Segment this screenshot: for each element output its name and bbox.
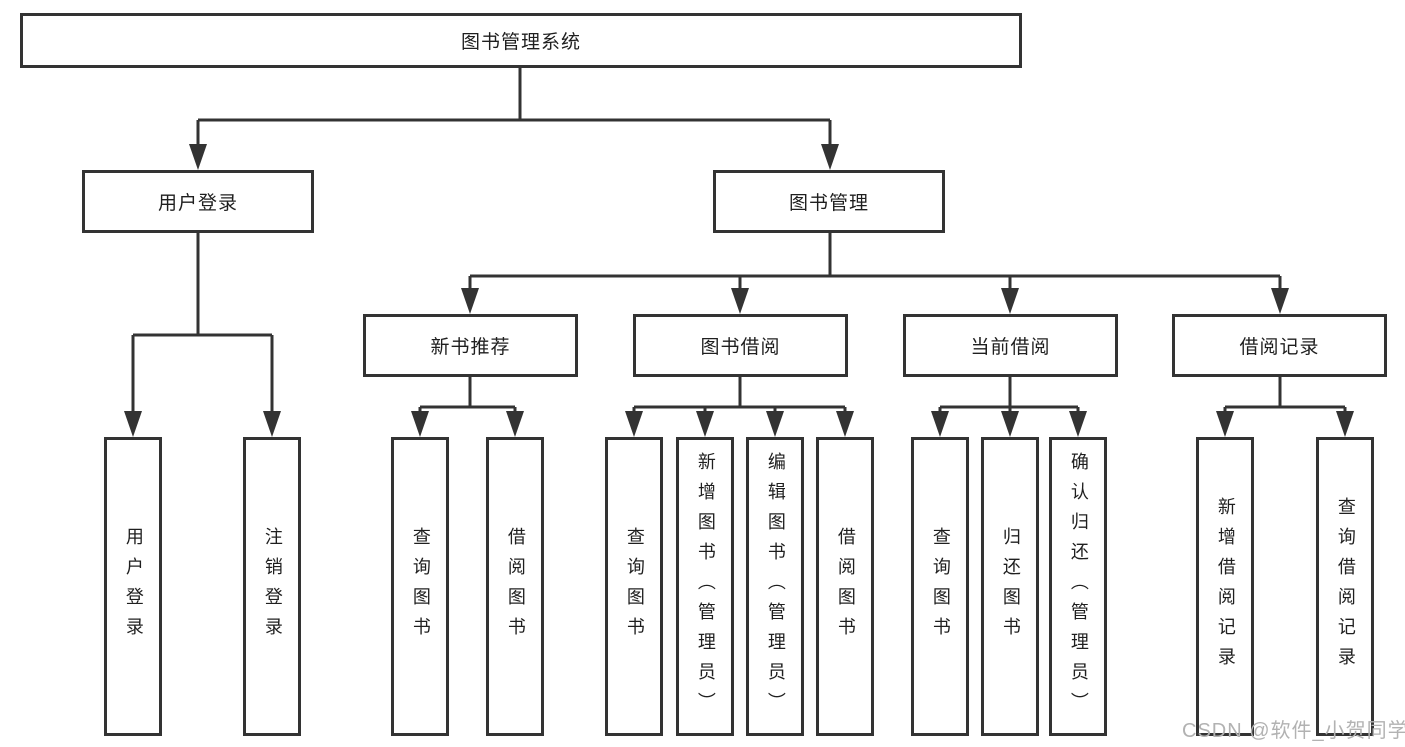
node-label: 图书借阅 <box>700 337 781 358</box>
node-label: 归还图书 <box>1000 526 1021 647</box>
node-borrowing-records: 借阅记录 <box>1172 314 1387 377</box>
leaf-recommend-borrow-books: 借阅图书 <box>486 437 544 736</box>
leaf-records-add-record: 新增借阅记录 <box>1196 437 1254 736</box>
node-label: 借阅记录 <box>1239 337 1320 358</box>
leaf-borrowing-borrow-books: 借阅图书 <box>816 437 874 736</box>
node-label: 确认归还（管理员） <box>1068 451 1089 722</box>
leaf-borrowing-add-books: 新增图书（管理员） <box>676 437 734 736</box>
node-new-book-recommend: 新书推荐 <box>363 314 578 377</box>
node-current-borrowing: 当前借阅 <box>903 314 1118 377</box>
node-label: 新书推荐 <box>430 337 511 358</box>
leaf-current-return-books: 归还图书 <box>981 437 1039 736</box>
leaf-borrowing-query-books: 查询图书 <box>605 437 663 736</box>
node-book-management: 图书管理 <box>713 170 945 233</box>
node-label: 图书管理系统 <box>460 32 581 53</box>
node-label: 新增借阅记录 <box>1215 496 1236 677</box>
leaf-logout-login: 注销登录 <box>243 437 301 736</box>
node-label: 查询借阅记录 <box>1335 496 1356 677</box>
node-user-login: 用户登录 <box>82 170 314 233</box>
node-label: 用户登录 <box>123 526 144 647</box>
node-label: 借阅图书 <box>505 526 526 647</box>
node-label: 注销登录 <box>262 526 283 647</box>
leaf-current-confirm-return: 确认归还（管理员） <box>1049 437 1107 736</box>
leaf-current-query-books: 查询图书 <box>911 437 969 736</box>
node-label: 查询图书 <box>930 526 951 647</box>
watermark: CSDN @软件_小贺同学 <box>1182 720 1405 742</box>
node-label: 用户登录 <box>157 193 238 214</box>
node-book-borrowing: 图书借阅 <box>633 314 848 377</box>
leaf-recommend-query-books: 查询图书 <box>391 437 449 736</box>
leaf-records-query-record: 查询借阅记录 <box>1316 437 1374 736</box>
node-label: 当前借阅 <box>970 337 1051 358</box>
node-label: 借阅图书 <box>835 526 856 647</box>
node-label: 新增图书（管理员） <box>695 451 716 722</box>
arrowheads <box>124 144 1354 437</box>
node-label: 查询图书 <box>410 526 431 647</box>
node-label: 查询图书 <box>624 526 645 647</box>
node-library-system: 图书管理系统 <box>20 13 1022 68</box>
node-label: 图书管理 <box>788 193 869 214</box>
leaf-borrowing-edit-books: 编辑图书（管理员） <box>746 437 804 736</box>
node-label: 编辑图书（管理员） <box>765 451 786 722</box>
leaf-user-login: 用户登录 <box>104 437 162 736</box>
